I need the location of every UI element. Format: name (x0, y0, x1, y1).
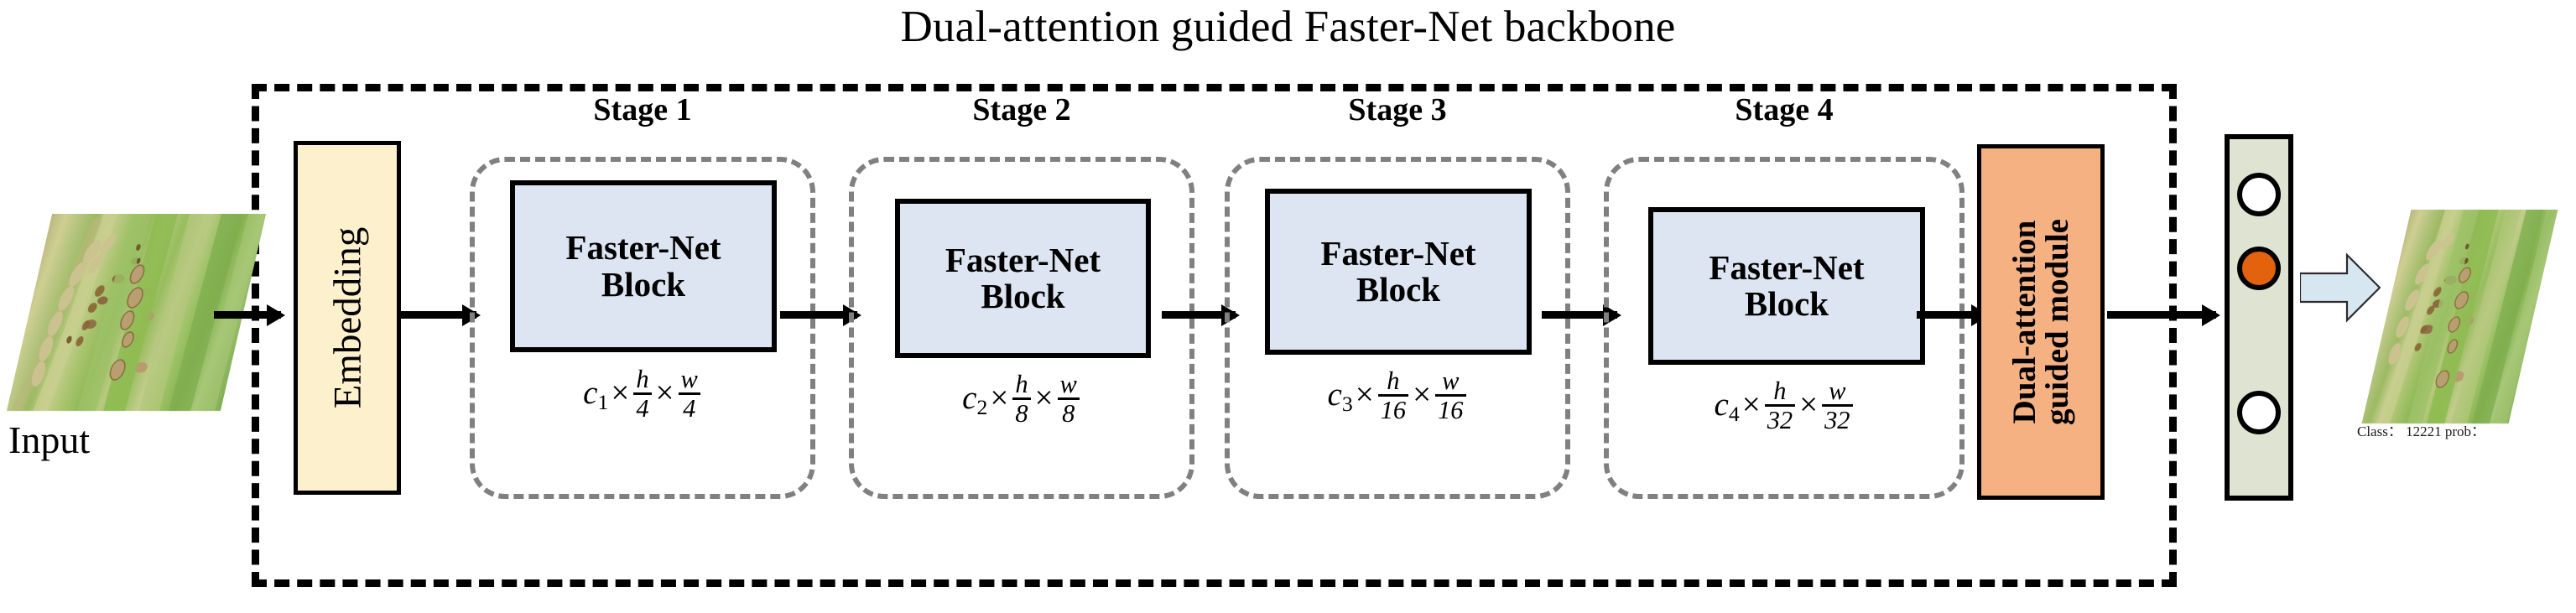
classifier-bar[interactable] (2225, 134, 2293, 501)
classifier-node-top (2237, 173, 2281, 216)
stage-4-title: Stage 4 (1735, 92, 1834, 127)
fasternet-block-3-line1: Faster-Net (1320, 233, 1476, 273)
times-symbol: × (1034, 379, 1054, 416)
times-symbol: × (655, 374, 674, 411)
stage-2-dashed-outline (849, 157, 1194, 499)
fasternet-block-4-line2: Block (1744, 284, 1829, 323)
arrow-input-to-embedding (214, 311, 281, 319)
stage-3-w-num: w (1442, 366, 1460, 395)
backbone-dashed-frame (252, 84, 2177, 587)
stage-2-channel-index: 2 (976, 395, 988, 420)
classifier-node-active (2237, 247, 2281, 290)
stage-2-h-den: 8 (1015, 399, 1028, 429)
stage-1-channels: c (583, 374, 598, 411)
stage-1-channel-index: 1 (597, 390, 609, 415)
classifier-node-bottom (2237, 391, 2281, 434)
fasternet-block-2-line1: Faster-Net (945, 240, 1101, 279)
arrow-stage2-to-stage3 (1162, 311, 1236, 319)
arrow-dual-attention-to-classifier (2107, 311, 2216, 319)
stage-4-h-num: h (1773, 377, 1787, 405)
fasternet-block-1-line1: Faster-Net (565, 228, 721, 268)
arrow-stage1-to-stage2 (780, 311, 857, 319)
output-image (2361, 210, 2558, 423)
times-symbol: × (990, 379, 1009, 416)
fasternet-block-3-line2: Block (1356, 270, 1441, 309)
times-symbol: × (1741, 386, 1761, 423)
stage-1-w-num: w (680, 365, 698, 393)
stage-4-w-den: 32 (1824, 406, 1850, 435)
stage-1-title: Stage 1 (593, 92, 692, 127)
stage-2-w-den: 8 (1062, 399, 1075, 429)
stage-2-h-num: h (1015, 370, 1028, 398)
fasternet-block-1[interactable]: Faster-Net Block (510, 180, 777, 352)
output-image-foliage (2376, 210, 2558, 423)
fasternet-block-1-line2: Block (601, 264, 686, 304)
times-symbol: × (611, 374, 630, 411)
stage-3-w-den: 16 (1438, 396, 1464, 425)
dual-attention-label-stack: Dual-attention guided module (2006, 219, 2076, 425)
block-arrow-shape (2298, 252, 2381, 323)
stage-4-channel-index: 4 (1728, 402, 1740, 427)
stage-2-channels: c (962, 379, 977, 416)
stage-3-h-num: h (1387, 366, 1400, 395)
dual-attention-label-line1: Dual-attention (2006, 220, 2043, 424)
output-block-arrow-icon (2298, 252, 2381, 324)
arrow-stage4-to-dual-attention (1917, 311, 1985, 319)
stage-3-dashed-outline (1225, 157, 1570, 499)
arrow-stage3-to-stage4 (1542, 311, 1617, 319)
times-symbol: × (1799, 386, 1819, 423)
fasternet-block-4[interactable]: Faster-Net Block (1648, 207, 1925, 365)
stage-1-w-den: 4 (683, 394, 696, 423)
stage-1-dashed-outline (470, 157, 815, 499)
fasternet-block-4-line1: Faster-Net (1709, 247, 1865, 287)
input-image-foliage (12, 214, 267, 411)
stage-3-h-den: 16 (1380, 396, 1407, 425)
stage-3-title: Stage 3 (1348, 92, 1447, 127)
fasternet-block-2-line2: Block (981, 277, 1065, 315)
stage-4-h-den: 32 (1767, 406, 1793, 435)
input-image (6, 214, 267, 411)
stage-4-dashed-outline (1604, 157, 1965, 499)
embedding-block[interactable]: Embedding (294, 141, 401, 495)
stage-2-w-num: w (1059, 370, 1077, 398)
output-caption: Class： 12221 prob： (2357, 423, 2485, 439)
stage-3-channels: c (1327, 376, 1342, 413)
stage-1-h-den: 4 (636, 394, 649, 423)
embedding-label: Embedding (325, 226, 369, 409)
dual-attention-label-line2: guided module (2039, 219, 2076, 425)
page-title: Dual-attention guided Faster-Net backbon… (900, 3, 1676, 51)
times-symbol: × (1413, 376, 1432, 413)
arrow-embedding-to-stage1 (401, 311, 476, 319)
stage-1-h-num: h (636, 365, 649, 393)
fasternet-block-3[interactable]: Faster-Net Block (1265, 189, 1532, 355)
times-symbol: × (1355, 376, 1374, 413)
stage-2-title: Stage 2 (972, 92, 1071, 127)
dual-attention-guided-module[interactable]: Dual-attention guided module (1977, 144, 2105, 500)
fasternet-block-2[interactable]: Faster-Net Block (895, 199, 1151, 358)
input-label: Input (8, 418, 91, 461)
stage-3-channel-index: 3 (1341, 392, 1353, 417)
stage-4-w-num: w (1829, 377, 1846, 405)
stage-4-channels: c (1714, 386, 1729, 423)
